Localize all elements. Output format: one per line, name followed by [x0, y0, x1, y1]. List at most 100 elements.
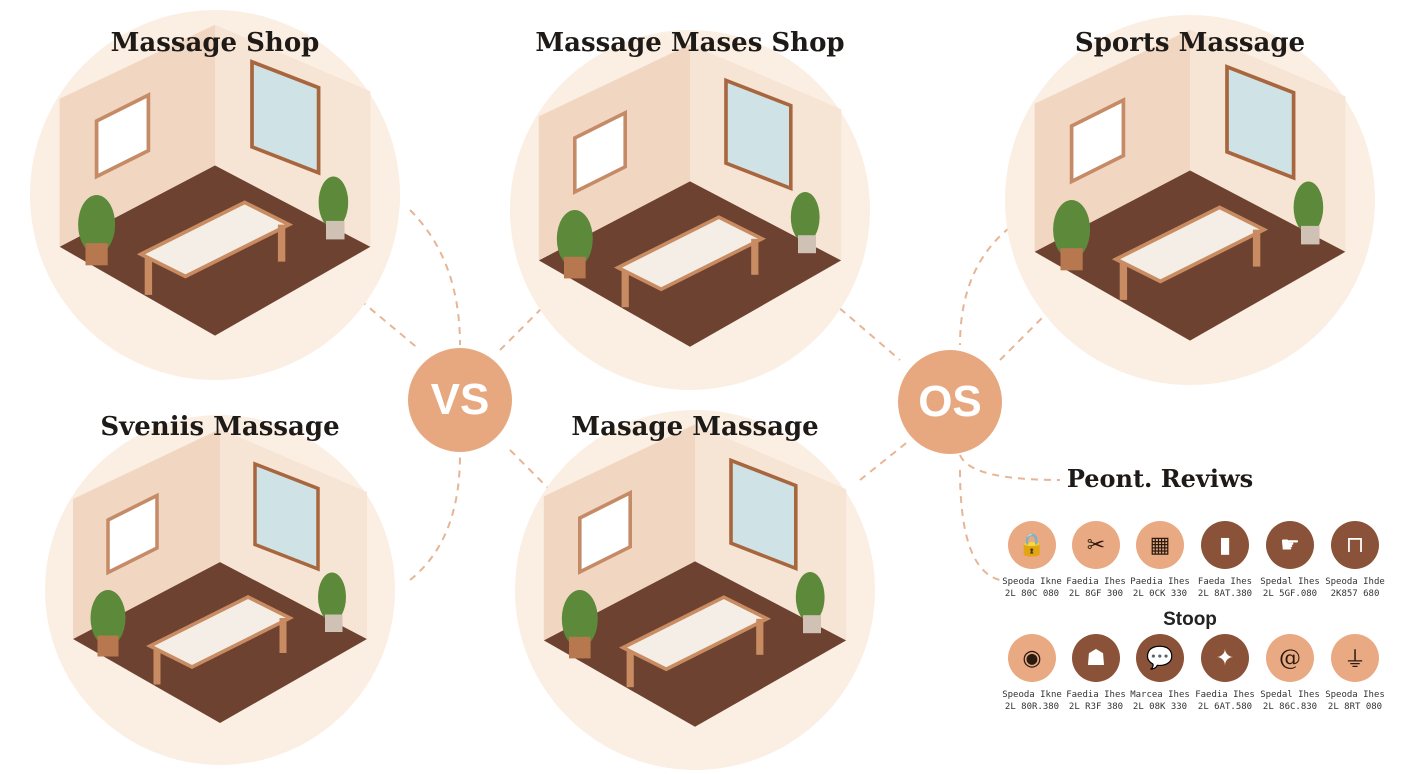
plant-pot: [1301, 225, 1320, 245]
scissors-icon[interactable]: ✂: [1072, 521, 1120, 569]
reviews-section-label: Stoop: [1163, 609, 1217, 630]
massage-table: [618, 595, 772, 672]
review-value: 2L 5GF.080: [1262, 589, 1318, 599]
table-leg: [756, 618, 764, 655]
sign-icon[interactable]: ⊓: [1331, 521, 1379, 569]
table-leg: [1252, 229, 1261, 267]
massage-table: [146, 595, 294, 669]
plant-icon: [790, 192, 820, 243]
review-value: 2L 0CK 330: [1132, 589, 1188, 599]
scene-1: [30, 10, 400, 384]
table-leg: [1119, 262, 1128, 300]
plant-icon: [318, 572, 346, 622]
table-leg: [144, 257, 153, 295]
plant-icon: [795, 572, 825, 623]
lamp-icon[interactable]: ⏚: [1331, 634, 1379, 682]
calendar-icon[interactable]: ▦: [1136, 521, 1184, 569]
hand-icon[interactable]: ☛: [1266, 521, 1314, 569]
picture-frame: [94, 92, 151, 180]
plant-pot: [325, 614, 343, 632]
review-value: 2L 8AT.380: [1197, 589, 1253, 599]
chat-icon[interactable]: 💬: [1136, 634, 1184, 682]
bottle-icon[interactable]: ▮: [1201, 521, 1249, 569]
massage-table: [1111, 205, 1269, 284]
window: [253, 461, 320, 572]
window: [729, 457, 798, 572]
scene-title: Masage Massage: [571, 412, 819, 442]
review-name: Faedia Ihes: [1066, 577, 1126, 587]
plant-icon: [318, 176, 349, 229]
review-item-label: Faeda Ihes 2L 8AT.380: [1198, 576, 1252, 600]
massage-table: [136, 200, 294, 279]
scene-title: Sports Massage: [1074, 28, 1306, 58]
at-icon[interactable]: @: [1266, 634, 1314, 682]
plant-pot: [85, 243, 108, 266]
plant-pot: [569, 636, 591, 659]
reviews-title: Peont. Reviws: [1066, 464, 1254, 493]
plant-pot: [97, 635, 119, 657]
scene-3: [1005, 15, 1375, 389]
scene-title: Sveniis Massage: [100, 412, 340, 442]
review-name: Marcea Ihes: [1130, 690, 1190, 700]
plant-pot: [798, 235, 816, 254]
scene-2: [510, 30, 870, 394]
review-name: Speoda Ihes: [1325, 690, 1385, 700]
os-badge: OS: [898, 350, 1002, 454]
plant-pot: [1060, 248, 1083, 271]
review-item-label: Faedia Ihes 2L R3F 380: [1066, 689, 1126, 713]
window: [724, 77, 793, 192]
review-name: Speoda Ihde: [1325, 577, 1385, 587]
review-item-label: Faedia Ihes 2L 8GF 300: [1066, 576, 1126, 600]
review-item-label: Paedia Ihes 2L 0CK 330: [1130, 576, 1190, 600]
review-value: 2L 80R.380: [1004, 702, 1060, 712]
person-desk-icon[interactable]: ☗: [1072, 634, 1120, 682]
review-name: Spedal Ihes: [1260, 690, 1320, 700]
table-leg: [626, 651, 634, 688]
review-name: Spedal Ihes: [1260, 577, 1320, 587]
window: [1225, 64, 1296, 181]
plant-icon: [1053, 200, 1091, 260]
lock-icon[interactable]: 🔒: [1008, 521, 1056, 569]
stones-icon[interactable]: ◉: [1008, 634, 1056, 682]
review-name: Faedia Ihes: [1066, 690, 1126, 700]
plant-icon: [1293, 181, 1324, 234]
scene-4: [45, 415, 395, 769]
plant-icon: [561, 590, 598, 648]
star-icon[interactable]: ✦: [1201, 634, 1249, 682]
review-name: Faeda Ihes: [1197, 577, 1253, 587]
scene-5: [515, 410, 875, 774]
review-value: 2K857 680: [1330, 589, 1380, 599]
table-leg: [277, 224, 286, 262]
scene-title: Massage Shop: [110, 28, 320, 58]
plant-icon: [90, 590, 126, 646]
table-leg: [279, 618, 287, 653]
review-value: 2L 80C 080: [1004, 589, 1060, 599]
review-name: Speoda Ikne: [1002, 690, 1062, 700]
plant-pot: [803, 615, 821, 634]
review-name: Faedia Ihes: [1195, 690, 1255, 700]
plant-pot: [564, 256, 586, 279]
plant-icon: [556, 210, 593, 268]
plant-pot: [326, 220, 345, 240]
review-value: 2L 8GF 300: [1068, 589, 1124, 599]
vs-badge: VS: [408, 348, 512, 452]
table-leg: [621, 271, 629, 308]
plant-icon: [78, 195, 116, 255]
review-name: Paedia Ihes: [1130, 577, 1190, 587]
picture-frame: [578, 489, 632, 575]
review-item-label: Speoda Ihes 2L 8RT 080: [1325, 689, 1385, 713]
review-value: 2L R3F 380: [1068, 702, 1124, 712]
scene-title: Massage Mases Shop: [535, 28, 845, 58]
review-value: 2L 8RT 080: [1327, 702, 1383, 712]
picture-frame: [573, 109, 627, 195]
review-item-label: Speoda Ikne 2L 80R.380: [1002, 689, 1062, 713]
table-leg: [153, 649, 161, 685]
table-leg: [751, 238, 759, 275]
massage-table: [613, 215, 767, 292]
window: [250, 59, 321, 176]
picture-frame: [1069, 97, 1126, 185]
